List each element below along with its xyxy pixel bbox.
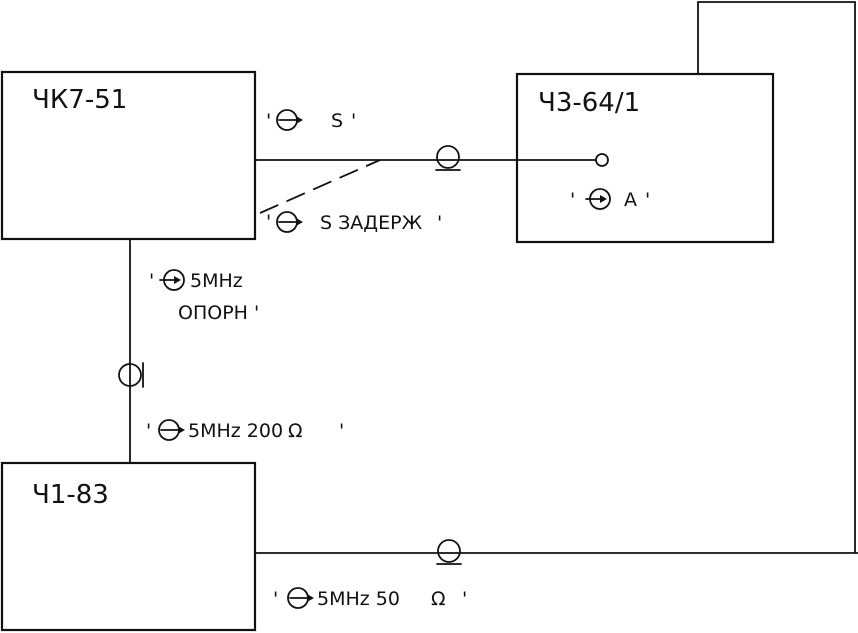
device-c3-64-box (515, 72, 775, 244)
device-c3-64-label: Ч3-64/1 (538, 88, 640, 118)
device-ck7-51-label: ЧК7-51 (32, 85, 127, 115)
label-ref-tick-left: ' (149, 270, 154, 292)
device-c1-83-box (0, 461, 257, 632)
input-port-icon (159, 269, 185, 291)
label-out200-unit: Ω (288, 420, 303, 442)
label-out200-tick-left: ' (146, 420, 151, 442)
label-out50-text: 5MHz 50 (317, 588, 400, 610)
label-delay-tick-left: ' (266, 211, 271, 233)
label-s-text: S (331, 110, 343, 132)
device-ck7-51-box (0, 70, 257, 241)
label-a-tick-left: ' (570, 189, 575, 211)
label-s-tick-right: ' (351, 110, 356, 132)
wire-s-delay-dashed (259, 159, 381, 214)
label-a-tick-right: ' (645, 189, 650, 211)
label-delay-tick-right: ' (437, 212, 442, 234)
label-out50-tick-left: ' (273, 588, 278, 610)
label-s-tick-left: ' (266, 110, 271, 132)
label-out50-tick-right: ' (462, 588, 467, 610)
label-delay-text: S ЗАДЕРЖ (320, 212, 423, 234)
output-port-icon (158, 419, 185, 441)
label-ref-line2: ОПОРН ' (178, 302, 259, 324)
label-out200-text: 5MHz 200 (188, 420, 283, 442)
output-port-icon (287, 587, 314, 609)
label-out200-tick-right: ' (339, 420, 344, 442)
label-out50-unit: Ω (431, 588, 446, 610)
wire-return-frame (697, 1, 856, 553)
output-port-icon (276, 109, 303, 131)
label-ref-text: 5MHz (190, 270, 243, 292)
input-port-icon (585, 188, 611, 210)
input-jack-icon (595, 153, 609, 167)
coax-connector-icon (436, 539, 462, 565)
output-port-icon (276, 211, 303, 233)
label-a-text: A (624, 189, 637, 211)
coax-connector-icon (118, 362, 144, 388)
device-c1-83-label: Ч1-83 (32, 480, 109, 510)
coax-connector-icon (435, 145, 461, 171)
